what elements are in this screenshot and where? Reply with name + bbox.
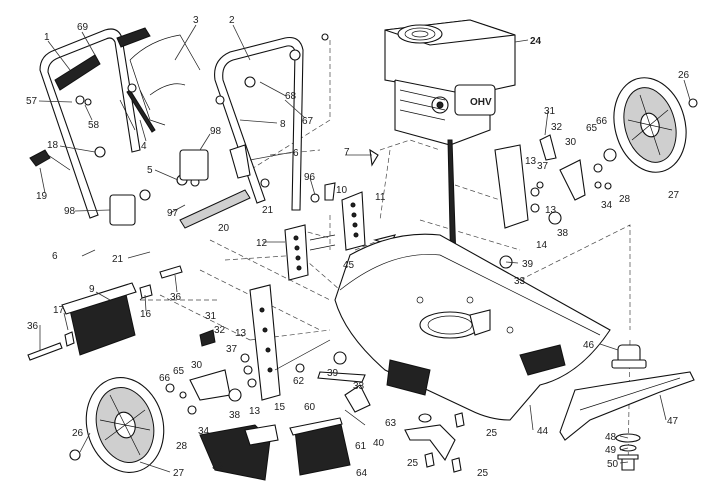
callout-34-lower: 34 bbox=[198, 426, 210, 437]
callout-49: 49 bbox=[605, 445, 617, 456]
callout-19: 19 bbox=[36, 191, 48, 202]
callout-61: 61 bbox=[355, 441, 367, 452]
callout-3: 3 bbox=[193, 15, 199, 26]
blade-assembly bbox=[559, 344, 695, 471]
callout-36-right: 36 bbox=[170, 292, 182, 303]
callout-34-upper: 34 bbox=[601, 200, 613, 211]
callout-65-upper: 65 bbox=[586, 123, 598, 134]
callout-30-upper: 30 bbox=[565, 137, 577, 148]
callout-28-upper: 28 bbox=[619, 194, 631, 205]
callout-98-upper: 98 bbox=[210, 126, 222, 137]
callout-18: 18 bbox=[47, 140, 59, 151]
callout-27-upper: 27 bbox=[668, 190, 680, 201]
callout-11: 11 bbox=[375, 192, 386, 203]
callout-69: 69 bbox=[77, 22, 89, 33]
callout-21-lower: 21 bbox=[112, 254, 124, 265]
callout-58: 58 bbox=[88, 120, 100, 131]
callout-33-lower: 33 bbox=[353, 381, 365, 392]
right-rear-wheel bbox=[613, 77, 698, 173]
callout-13-upper: 13 bbox=[525, 156, 537, 167]
callout-17: 17 bbox=[53, 305, 65, 316]
deck-hardware bbox=[295, 351, 465, 473]
callout-65-lower: 65 bbox=[173, 366, 185, 377]
callout-14: 14 bbox=[536, 240, 548, 251]
callout-44: 44 bbox=[537, 426, 549, 437]
callout-39-lower: 39 bbox=[327, 368, 339, 379]
rear-deflector bbox=[27, 265, 183, 361]
callout-4: 4 bbox=[141, 141, 147, 152]
callout-27-lower: 27 bbox=[173, 468, 185, 479]
callout-labels: 1 69 3 2 24 26 57 58 68 67 4 8 31 32 66 … bbox=[26, 15, 690, 479]
callout-40: 40 bbox=[373, 438, 385, 449]
callout-66-lower: 66 bbox=[159, 373, 171, 384]
callout-64: 64 bbox=[356, 468, 368, 479]
callout-38-upper: 38 bbox=[557, 228, 569, 239]
hardware-parts bbox=[29, 33, 617, 277]
callout-37-lower: 37 bbox=[226, 344, 238, 355]
callout-2: 2 bbox=[229, 15, 235, 26]
callout-63: 63 bbox=[385, 418, 397, 429]
left-rear-wheel bbox=[69, 377, 165, 473]
callout-9: 9 bbox=[89, 284, 95, 295]
callout-6-upper: 6 bbox=[293, 148, 299, 159]
callout-28-lower: 28 bbox=[176, 441, 188, 452]
engine-ohv-label: OHV bbox=[470, 97, 492, 108]
callout-31-lower: 31 bbox=[205, 311, 217, 322]
callout-32-lower: 32 bbox=[214, 325, 226, 336]
callout-15: 15 bbox=[274, 402, 286, 413]
callout-48: 48 bbox=[605, 432, 617, 443]
engine: OHV bbox=[384, 19, 529, 321]
callout-96: 96 bbox=[304, 172, 316, 183]
callout-36-left: 36 bbox=[27, 321, 39, 332]
callout-26-lower: 26 bbox=[72, 428, 84, 439]
callout-26-upper: 26 bbox=[678, 70, 690, 81]
callout-98-lower: 98 bbox=[64, 206, 76, 217]
callout-50: 50 bbox=[607, 459, 619, 470]
callout-66-upper: 66 bbox=[596, 116, 608, 127]
lower-handle bbox=[214, 36, 304, 211]
callout-68: 68 bbox=[285, 91, 297, 102]
callout-21-upper: 21 bbox=[262, 205, 274, 216]
callout-12: 12 bbox=[256, 238, 268, 249]
callout-13-lower-b: 13 bbox=[249, 406, 261, 417]
callout-5: 5 bbox=[147, 165, 153, 176]
callout-33-upper: 33 bbox=[514, 276, 526, 287]
callout-32-upper: 32 bbox=[551, 122, 563, 133]
callout-6-lower: 6 bbox=[52, 251, 58, 262]
callout-97: 97 bbox=[167, 208, 179, 219]
mulch-covers bbox=[199, 417, 351, 481]
callout-13-lower-a: 13 bbox=[235, 328, 247, 339]
callout-24: 24 bbox=[530, 36, 542, 47]
callout-16: 16 bbox=[140, 309, 152, 320]
left-wheel-bracket bbox=[165, 284, 331, 415]
callout-59: 59 bbox=[212, 461, 224, 472]
control-bail bbox=[119, 34, 201, 131]
callout-46: 46 bbox=[583, 340, 595, 351]
callout-57: 57 bbox=[26, 96, 38, 107]
callout-25-right: 25 bbox=[486, 428, 498, 439]
callout-37-upper: 37 bbox=[537, 161, 549, 172]
mower-deck bbox=[334, 233, 611, 421]
callout-47: 47 bbox=[667, 416, 679, 427]
callout-45: 45 bbox=[343, 260, 355, 271]
callout-67: 67 bbox=[302, 116, 314, 127]
callout-38-lower: 38 bbox=[229, 410, 241, 421]
callout-20: 20 bbox=[218, 223, 230, 234]
callout-13-mid: 13 bbox=[545, 205, 557, 216]
throttle-cable bbox=[126, 83, 156, 133]
leader-lines bbox=[38, 24, 691, 473]
callout-31-upper: 31 bbox=[544, 106, 556, 117]
callout-1: 1 bbox=[44, 32, 50, 43]
callout-10: 10 bbox=[336, 185, 348, 196]
callout-7: 7 bbox=[344, 147, 350, 158]
upper-handle bbox=[39, 27, 151, 219]
callout-39-upper: 39 bbox=[522, 259, 534, 270]
callout-25-left: 25 bbox=[407, 458, 419, 469]
callout-30-lower: 30 bbox=[191, 360, 203, 371]
callout-8: 8 bbox=[280, 119, 286, 130]
callout-60: 60 bbox=[304, 402, 316, 413]
callout-62: 62 bbox=[293, 376, 305, 387]
callout-25-bottom: 25 bbox=[477, 468, 489, 479]
